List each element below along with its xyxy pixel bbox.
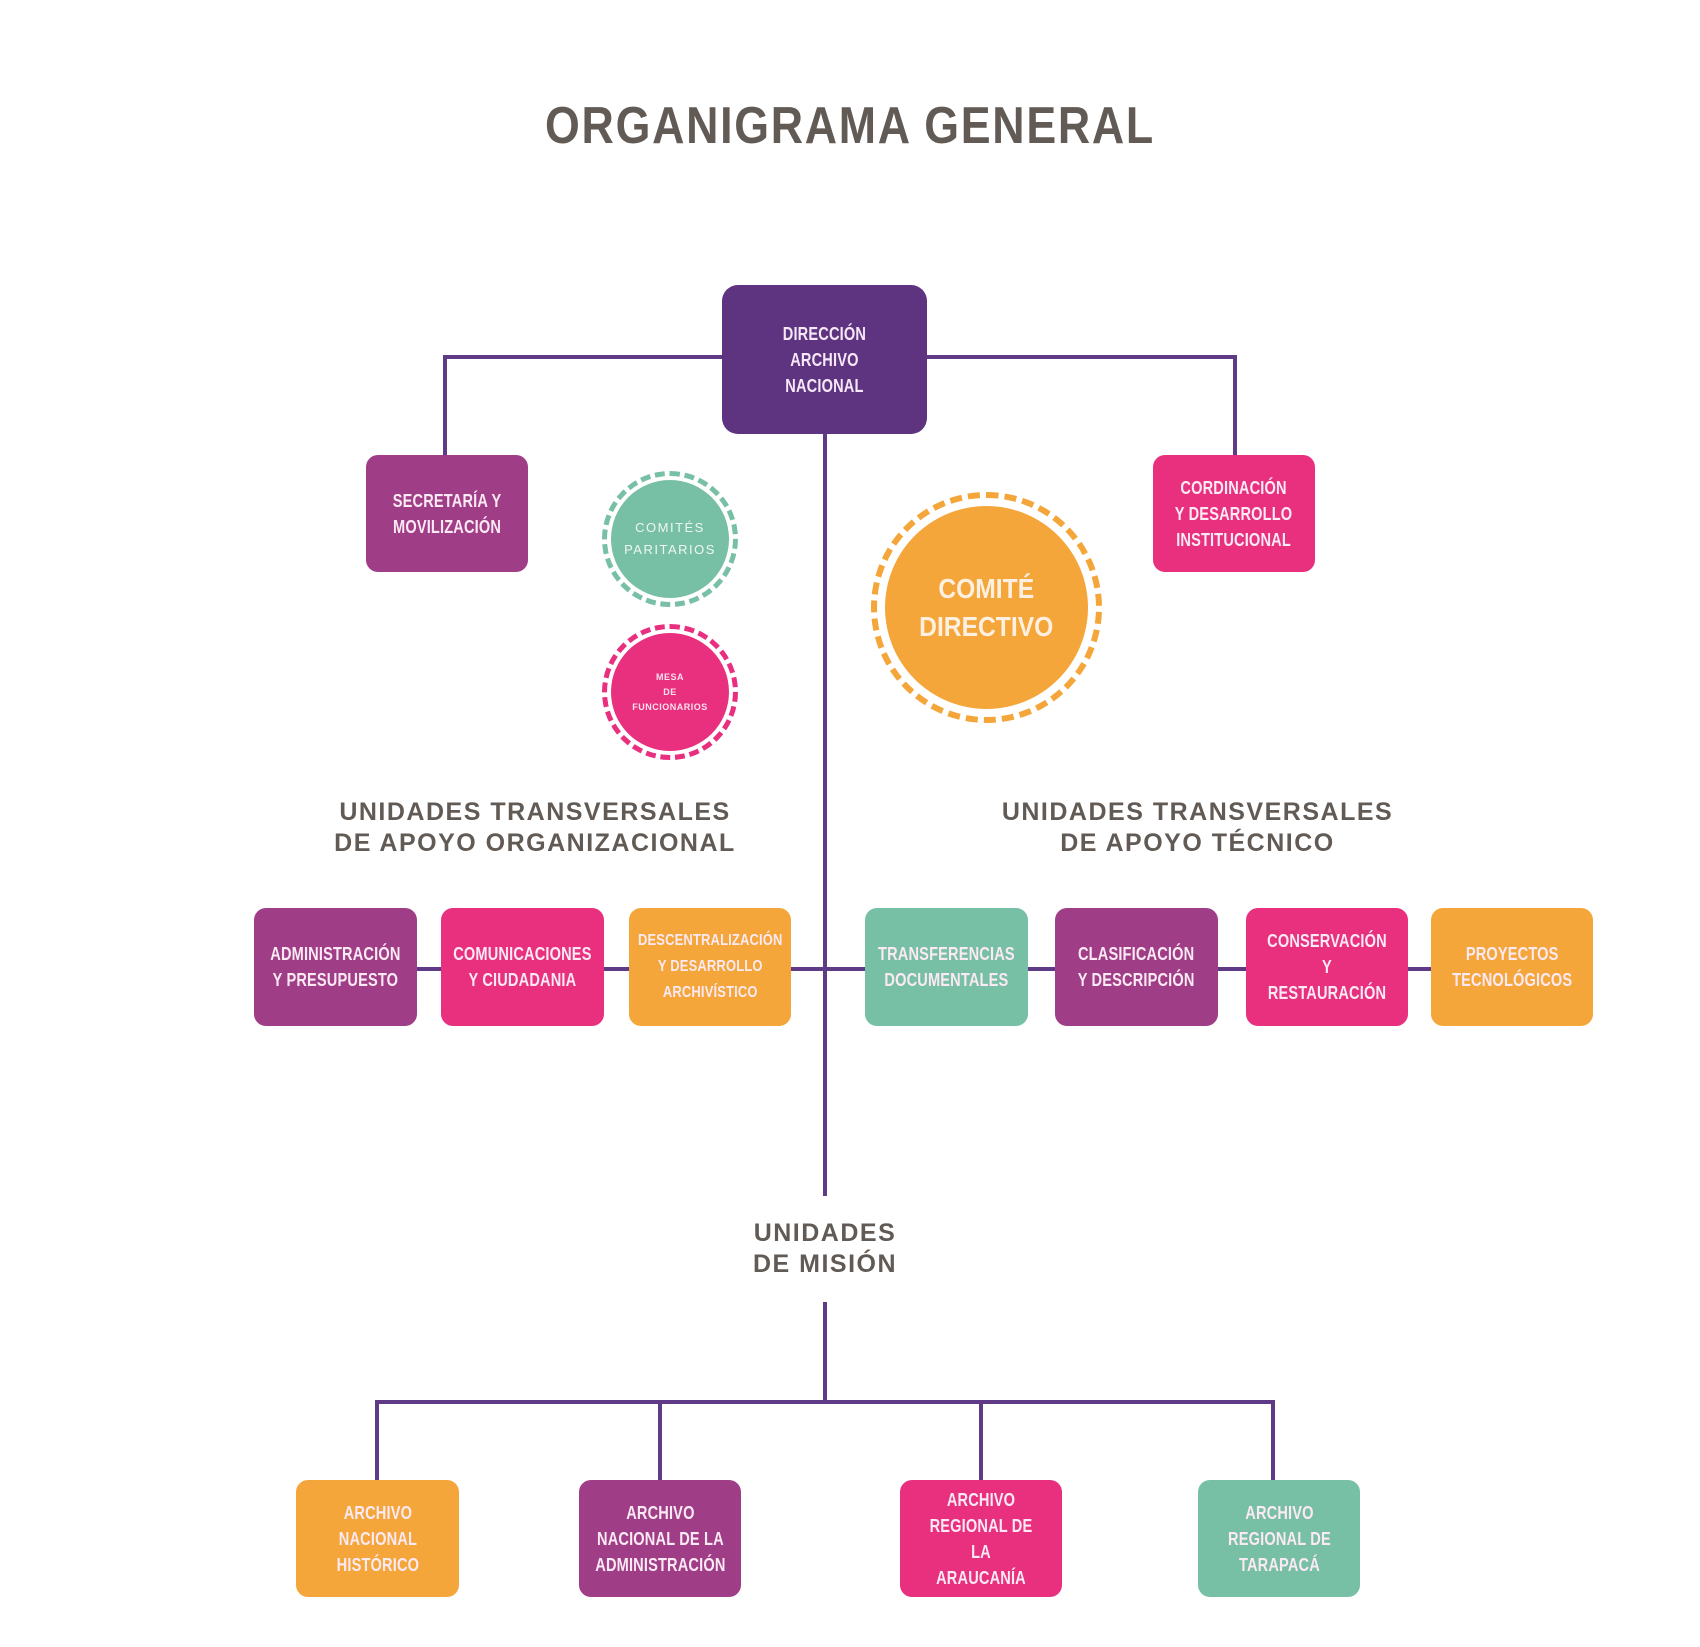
unit-label-line: HISTÓRICO bbox=[336, 1554, 419, 1575]
unit-label-line: ARAUCANÍA bbox=[936, 1567, 1026, 1588]
unit-label-line: Y PRESUPUESTO bbox=[272, 970, 399, 990]
unit-label-line: ARCHIVO bbox=[343, 1502, 412, 1523]
committee-circle-fill: COMITÉS PARITARIOS bbox=[611, 480, 729, 598]
committee-label-line: DE bbox=[663, 686, 677, 697]
node-label-line: INSTITUCIONAL bbox=[1176, 529, 1292, 550]
unit-transferencias-documentales: TRANSFERENCIAS DOCUMENTALES bbox=[865, 908, 1028, 1026]
unit-clasificacion-descripcion: CLASIFICACIÓN Y DESCRIPCIÓN bbox=[1055, 908, 1218, 1026]
section-label-apoyo-organizacional: UNIDADES TRANSVERSALES DE APOYO ORGANIZA… bbox=[330, 797, 740, 859]
committee-comites-paritarios: COMITÉS PARITARIOS bbox=[602, 471, 738, 607]
connector-to-cordinacion bbox=[1233, 355, 1237, 457]
unit-administracion-presupuesto: ADMINISTRACIÓN Y PRESUPUESTO bbox=[254, 908, 417, 1026]
node-secretaria-movilizacion: SECRETARÍA Y MOVILIZACIÓN bbox=[366, 455, 528, 572]
section-label-line: UNIDADES TRANSVERSALES bbox=[339, 798, 731, 826]
unit-archivo-nacional-historico: ARCHIVO NACIONAL HISTÓRICO bbox=[296, 1480, 459, 1597]
section-label-line: UNIDADES bbox=[753, 1219, 897, 1247]
connector-to-mision-1 bbox=[375, 1400, 379, 1482]
committee-comite-directivo: COMITÉ DIRECTIVO bbox=[871, 492, 1102, 723]
unit-archivo-regional-araucania: ARCHIVO REGIONAL DE LA ARAUCANÍA bbox=[900, 1480, 1062, 1597]
unit-label-line: ARCHIVÍSTICO bbox=[662, 984, 758, 1001]
page-title: ORGANIGRAMA GENERAL bbox=[545, 97, 1155, 155]
committee-label-line: FUNCIONARIOS bbox=[632, 701, 708, 712]
unit-label-line: REGIONAL DE bbox=[1227, 1528, 1331, 1549]
committee-mesa-funcionarios: MESA DE FUNCIONARIOS bbox=[602, 624, 738, 760]
unit-label-line: ADMINISTRACIÓN bbox=[270, 944, 401, 964]
committee-circle-fill: COMITÉ DIRECTIVO bbox=[885, 506, 1088, 709]
section-label-unidades-mision: UNIDADES DE MISIÓN bbox=[725, 1218, 925, 1280]
unit-archivo-nacional-administracion: ARCHIVO NACIONAL DE LA ADMINISTRACIÓN bbox=[579, 1480, 741, 1597]
unit-label-line: Y DESARROLLO bbox=[657, 958, 763, 975]
unit-label-line: ARCHIVO bbox=[1244, 1502, 1314, 1523]
connector-main-vertical bbox=[823, 430, 827, 1196]
unit-label-line: PROYECTOS bbox=[1465, 944, 1559, 964]
unit-label-line: TARAPACÁ bbox=[1238, 1554, 1320, 1575]
node-label-line: Y DESARROLLO bbox=[1175, 503, 1293, 524]
unit-proyectos-tecnologicos: PROYECTOS TECNOLÓGICOS bbox=[1431, 908, 1593, 1026]
connector-mision-vertical bbox=[823, 1302, 827, 1404]
connector-to-secretaria bbox=[443, 355, 447, 457]
unit-label-line: ADMINISTRACIÓN bbox=[594, 1554, 726, 1575]
node-label-line: DIRECCIÓN bbox=[782, 323, 867, 344]
unit-descentralizacion-desarrollo-archivistico: DESCENTRALIZACIÓN Y DESARROLLO ARCHIVÍST… bbox=[629, 908, 791, 1026]
section-label-line: DE APOYO ORGANIZACIONAL bbox=[334, 829, 736, 857]
node-cordinacion-desarrollo-institucional: CORDINACIÓN Y DESARROLLO INSTITUCIONAL bbox=[1153, 455, 1315, 572]
node-label-line: SECRETARÍA Y bbox=[392, 490, 502, 511]
unit-label-line: Y CIUDADANIA bbox=[468, 970, 577, 990]
unit-label-line: COMUNICACIONES bbox=[453, 944, 592, 964]
unit-label-line: NACIONAL bbox=[338, 1528, 417, 1549]
section-label-line: UNIDADES TRANSVERSALES bbox=[1001, 798, 1394, 826]
committee-label-line: DIRECTIVO bbox=[919, 610, 1054, 642]
unit-label-line: ARCHIVO bbox=[625, 1502, 695, 1523]
unit-label-line: NACIONAL DE LA bbox=[596, 1528, 724, 1549]
unit-label-line: TRANSFERENCIAS bbox=[878, 944, 1015, 964]
unit-label-line: CLASIFICACIÓN bbox=[1078, 944, 1195, 964]
connector-to-mision-2 bbox=[658, 1400, 662, 1482]
section-label-apoyo-tecnico: UNIDADES TRANSVERSALES DE APOYO TÉCNICO bbox=[1000, 797, 1395, 859]
node-direccion-archivo-nacional: DIRECCIÓN ARCHIVO NACIONAL bbox=[722, 285, 927, 434]
unit-label-line: CONSERVACIÓN bbox=[1267, 931, 1387, 951]
unit-label-line: ARCHIVO bbox=[946, 1489, 1016, 1510]
node-label-line: ARCHIVO bbox=[790, 349, 859, 370]
node-label-line: MOVILIZACIÓN bbox=[392, 516, 502, 537]
connector-bottom-horizontal bbox=[375, 1400, 1275, 1404]
unit-label-line: Y RESTAURACIÓN bbox=[1267, 957, 1387, 1003]
unit-label-line: DESCENTRALIZACIÓN bbox=[637, 932, 783, 949]
unit-comunicaciones-ciudadania: COMUNICACIONES Y CIUDADANIA bbox=[441, 908, 604, 1026]
unit-label-line: Y DESCRIPCIÓN bbox=[1078, 970, 1195, 990]
committee-circle-fill: MESA DE FUNCIONARIOS bbox=[611, 633, 729, 751]
unit-label-line: DOCUMENTALES bbox=[884, 970, 1009, 990]
committee-label-line: COMITÉS bbox=[635, 520, 705, 535]
committee-label-line: MESA bbox=[655, 671, 684, 682]
connector-to-mision-3 bbox=[979, 1400, 983, 1482]
node-label-line: CORDINACIÓN bbox=[1180, 477, 1288, 498]
unit-label-line: REGIONAL DE LA bbox=[929, 1515, 1033, 1562]
committee-label-line: PARITARIOS bbox=[624, 542, 716, 557]
unit-label-line: TECNOLÓGICOS bbox=[1451, 970, 1573, 990]
connector-to-mision-4 bbox=[1271, 1400, 1275, 1482]
section-label-line: DE MISIÓN bbox=[752, 1250, 898, 1278]
section-label-line: DE APOYO TÉCNICO bbox=[1060, 829, 1335, 857]
node-label-line: NACIONAL bbox=[785, 375, 864, 396]
unit-conservacion-restauracion: CONSERVACIÓN Y RESTAURACIÓN bbox=[1246, 908, 1408, 1026]
unit-archivo-regional-tarapaca: ARCHIVO REGIONAL DE TARAPACÁ bbox=[1198, 1480, 1360, 1597]
committee-label-line: COMITÉ bbox=[938, 572, 1035, 604]
